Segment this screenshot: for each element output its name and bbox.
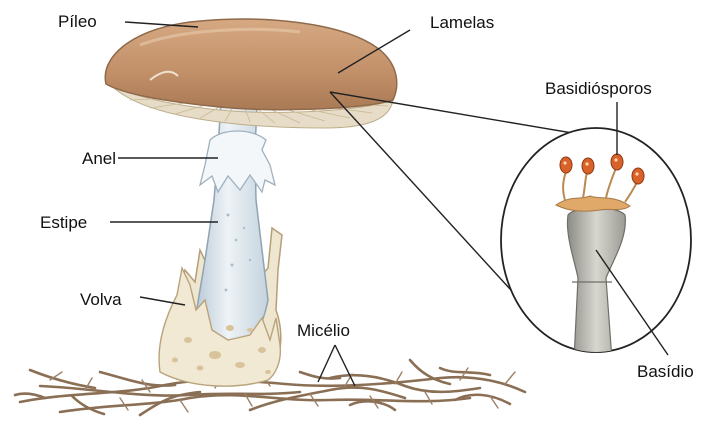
label-basidio: Basídio [637,362,694,381]
label-lamelas: Lamelas [430,13,494,32]
label-basidiosporos: Basidiósporos [545,79,652,98]
label-volva: Volva [80,290,122,309]
label-pileo: Píleo [58,12,97,31]
label-estipe: Estipe [40,213,87,232]
label-micelio: Micélio [297,321,350,340]
leader-micelio [318,345,355,386]
label-anel: Anel [82,149,116,168]
magnified-view [501,128,691,360]
zoom-line-bottom [330,92,520,300]
annulus [200,131,275,192]
